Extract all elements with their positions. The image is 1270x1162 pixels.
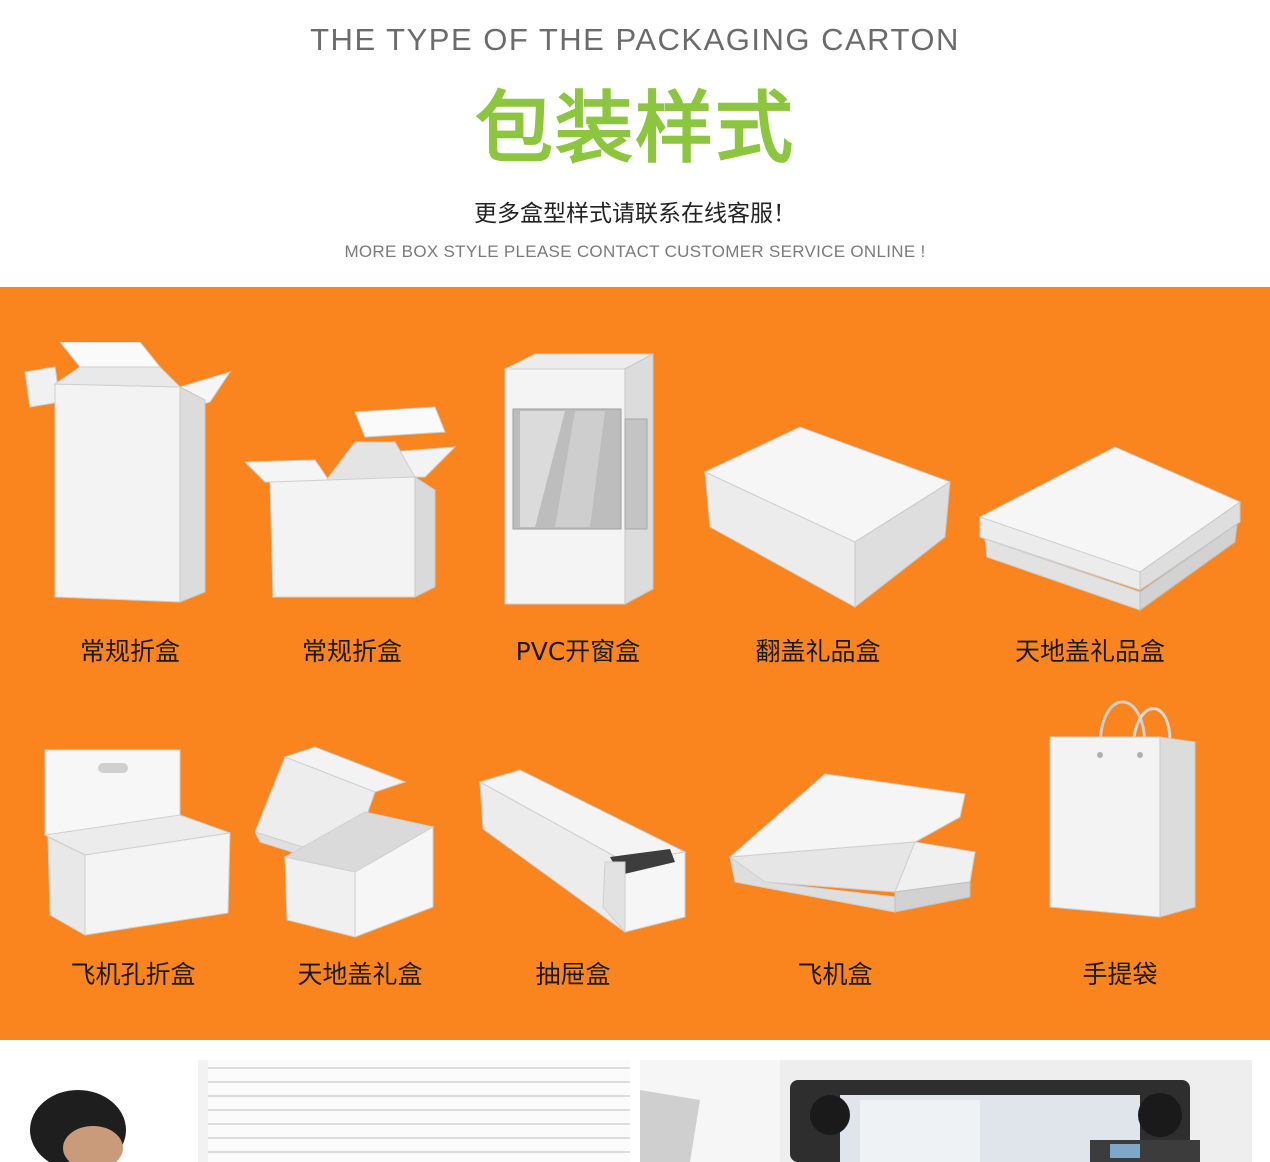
- box-label: 天地盖礼品盒: [1014, 637, 1165, 666]
- mailer-box-icon: [728, 773, 976, 913]
- photo-printer: [640, 1060, 1252, 1162]
- photo-strip: [0, 1040, 1270, 1162]
- box-label: 翻盖礼品盒: [755, 637, 881, 666]
- english-title: THE TYPE OF THE PACKAGING CARTON: [310, 22, 960, 57]
- box-item-hang-hole: [40, 745, 235, 940]
- lid-and-base-gift-box-icon: [978, 446, 1242, 611]
- box-label: 飞机孔折盒: [70, 960, 196, 989]
- box-item-pvc-window: [495, 349, 660, 609]
- box-item-paper-bag: [1045, 697, 1200, 927]
- box-label: 天地盖礼盒: [297, 960, 423, 989]
- box-label: 抽屉盒: [535, 960, 611, 989]
- hang-hole-box-icon: [43, 749, 231, 936]
- pvc-window-box-icon: [504, 353, 654, 605]
- box-item-lid-base: [975, 442, 1245, 612]
- chinese-subtitle: 更多盒型样式请联系在线客服！: [474, 201, 796, 227]
- box-item-drawer: [475, 767, 690, 937]
- flip-lid-gift-box-icon: [703, 426, 952, 609]
- header-section: THE TYPE OF THE PACKAGING CARTON 包装样式 更多…: [0, 0, 1270, 287]
- cube-tuck-box-icon: [245, 406, 457, 598]
- box-item-tall-tuck: [20, 342, 235, 612]
- open-lid-gift-box-icon: [255, 746, 435, 938]
- tall-tuck-box-icon: [24, 342, 232, 603]
- chinese-title: 包装样式: [474, 84, 795, 174]
- box-item-flip-lid: [700, 422, 955, 612]
- box-item-cube-tuck: [245, 402, 460, 607]
- box-label: 常规折盒: [301, 637, 402, 666]
- box-label: 手提袋: [1082, 960, 1158, 989]
- box-label: PVC开窗盒: [515, 637, 641, 666]
- paper-bag-icon: [1049, 700, 1196, 918]
- box-label: 常规折盒: [79, 637, 180, 666]
- box-item-open-lid: [255, 742, 440, 942]
- box-styles-panel: 常规折盒 常规折盒 PVC开窗盒 翻盖礼品盒: [0, 287, 1270, 1040]
- box-item-mailer: [725, 772, 980, 922]
- photo-customer-service: [18, 1060, 630, 1162]
- drawer-box-icon: [478, 769, 687, 934]
- box-label: 飞机盒: [797, 960, 873, 989]
- english-subtitle: MORE BOX STYLE PLEASE CONTACT CUSTOMER S…: [344, 242, 926, 261]
